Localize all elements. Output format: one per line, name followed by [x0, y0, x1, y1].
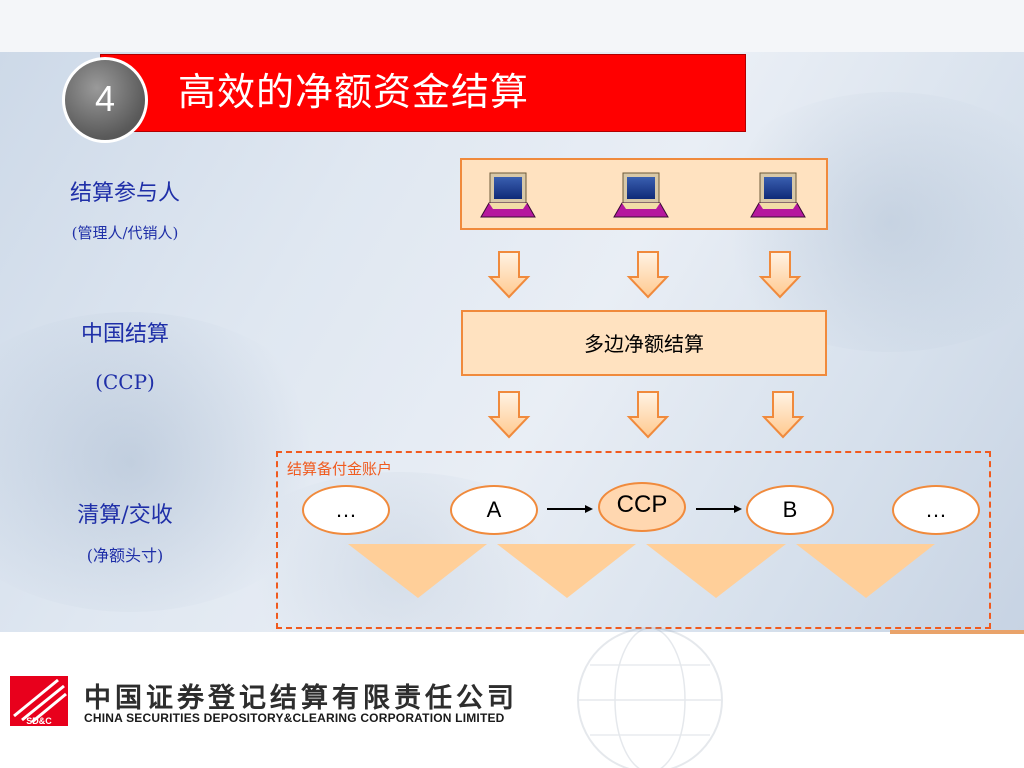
netting-box	[461, 310, 827, 376]
company-name-cn: 中国证券登记结算有限责任公司	[84, 683, 518, 714]
globe-watermark-icon	[577, 627, 723, 768]
netting-box-label: 多边净额结算	[584, 332, 704, 356]
node-ccp	[598, 482, 686, 532]
node-ellipsis-right	[892, 485, 980, 535]
right-arrow-icon	[696, 505, 742, 513]
down-arrow-icon	[758, 251, 802, 299]
participants-label: 结算参与人	[69, 181, 180, 206]
node-ellipsis-left	[302, 485, 390, 535]
down-arrow-icon	[487, 391, 531, 439]
node-a	[450, 485, 538, 535]
down-arrow-icon	[626, 251, 670, 299]
sdc-logo-icon	[10, 676, 68, 726]
down-arrow-icon	[487, 251, 531, 299]
triangle-icon	[796, 544, 935, 598]
node-ccp-label: CCP	[616, 491, 668, 518]
ccp-sublabel: (CCP)	[95, 370, 155, 394]
clearing-label: 清算/交收	[77, 503, 173, 528]
computer-icon	[480, 172, 536, 218]
triangle-icon	[348, 544, 487, 598]
node-b	[746, 485, 834, 535]
computer-icon	[613, 172, 669, 218]
down-arrow-icon	[626, 391, 670, 439]
section-number: 4	[94, 78, 116, 119]
logo-text: SD&C	[26, 716, 52, 726]
computer-icon	[750, 172, 806, 218]
settlement-account-area	[276, 451, 991, 629]
footer-accent-bar	[890, 630, 1024, 634]
title-bar	[100, 54, 746, 132]
triangle-icon	[646, 544, 786, 598]
triangle-icon	[497, 544, 636, 598]
participants-sublabel: (管理人/代销人)	[71, 224, 179, 242]
down-arrow-icon	[761, 391, 805, 439]
settlement-account-label: 结算备付金账户	[287, 460, 393, 478]
section-number-badge	[62, 57, 148, 143]
footer	[0, 632, 1024, 768]
slide-title: 高效的净额资金结算	[178, 70, 530, 114]
top-strip	[0, 0, 1024, 52]
clearing-sublabel: (净额头寸)	[86, 546, 164, 565]
company-name-en: CHINA SECURITIES DEPOSITORY&CLEARING COR…	[84, 711, 505, 725]
node-ellipsis-left-label: …	[335, 497, 357, 522]
ccp-name-label: 中国结算	[80, 322, 169, 347]
node-ellipsis-right-label: …	[925, 497, 947, 522]
right-arrow-icon	[547, 505, 593, 513]
node-a-label: A	[486, 497, 502, 522]
node-b-label: B	[782, 497, 798, 522]
